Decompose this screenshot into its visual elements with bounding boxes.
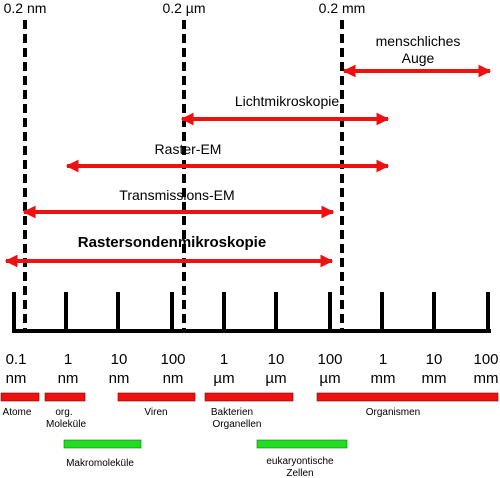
bar-label-bakterien-line2: Organellen — [213, 419, 262, 430]
bar-label-org-line2: Moleküle — [46, 419, 86, 430]
bar-org-molekuele — [44, 392, 86, 402]
scale-unit: nm — [58, 370, 79, 387]
bar-label-eukaryontische-line1: eukaryontische — [266, 456, 334, 467]
object-bar-atome: Atome — [0, 392, 40, 418]
arrow-label-lichtmikroskopie: Lichtmikroskopie — [235, 93, 339, 109]
arrow-menschliches-auge: menschliches Auge — [342, 33, 492, 78]
bar-label-atome: Atome — [3, 407, 32, 418]
bar-organismen — [316, 392, 499, 402]
scale-value: 1 — [220, 351, 228, 368]
top-label-0-2-nm: 0.2 nm — [4, 0, 47, 16]
bar-label-organismen: Organismen — [366, 407, 420, 418]
bar-label-eukaryontische-line2: Zellen — [286, 468, 313, 478]
object-bar-viren: Viren — [117, 392, 196, 418]
scale-value: 100 — [160, 351, 185, 368]
scale-unit: nm — [163, 370, 184, 387]
bar-atome — [0, 392, 40, 402]
scale-labels: 0.1 nm 1 nm 10 nm 100 nm 1 µm 10 µm 100 … — [6, 351, 499, 387]
scale-value: 1 — [64, 351, 72, 368]
arrow-lichtmikroskopie: Lichtmikroskopie — [180, 93, 390, 126]
object-bar-org-molekuele: org. Moleküle — [44, 392, 86, 430]
object-bar-organismen: Organismen — [316, 392, 499, 418]
arrow-transmissions-em: Transmissions-EM — [22, 187, 335, 219]
bar-makromolekuele — [63, 439, 142, 449]
scale-value: 0.1 — [6, 351, 27, 368]
scale-value: 10 — [111, 351, 128, 368]
arrow-label-auge-line1: menschliches — [376, 33, 461, 49]
arrow-rastersondenmikroskopie: Rastersondenmikroskopie — [4, 234, 334, 268]
arrow-label-raster-em: Raster-EM — [155, 141, 222, 157]
bar-bakterien — [204, 392, 294, 402]
scale-unit: µm — [265, 370, 286, 387]
scale-unit: µm — [319, 370, 340, 387]
object-bar-makromolekuele: Makromoleküle — [63, 439, 142, 469]
scale-value: 1 — [379, 351, 387, 368]
bar-label-bakterien-line1: Bakterien — [211, 407, 253, 418]
scale-unit: mm — [474, 370, 499, 387]
scale-unit: mm — [371, 370, 396, 387]
scale-value: 10 — [268, 351, 285, 368]
scale-value: 10 — [426, 351, 443, 368]
top-label-0-2-um: 0.2 µm — [162, 0, 205, 16]
bar-label-makromolekuele: Makromoleküle — [66, 458, 134, 469]
scale-ruler — [12, 292, 491, 333]
arrow-label-rastersondenmikroskopie: Rastersondenmikroskopie — [78, 234, 266, 251]
scale-unit: mm — [422, 370, 447, 387]
arrow-label-transmissions-em: Transmissions-EM — [119, 187, 234, 203]
scale-unit: nm — [109, 370, 130, 387]
arrow-label-auge-line2: Auge — [402, 50, 435, 66]
bar-eukaryontische-zellen — [256, 439, 348, 449]
arrow-raster-em: Raster-EM — [65, 141, 390, 173]
object-bar-eukaryontische-zellen: eukaryontische Zellen — [256, 439, 348, 478]
top-label-0-2-mm: 0.2 mm — [319, 0, 366, 16]
scale-unit: nm — [6, 370, 27, 387]
bar-viren — [117, 392, 196, 402]
bar-label-org-line1: org. — [55, 407, 72, 418]
scale-value: 100 — [473, 351, 498, 368]
bar-label-viren: Viren — [144, 407, 167, 418]
scale-value: 100 — [317, 351, 342, 368]
scale-unit: µm — [213, 370, 234, 387]
object-bar-bakterien: Bakterien Organellen — [204, 392, 294, 430]
